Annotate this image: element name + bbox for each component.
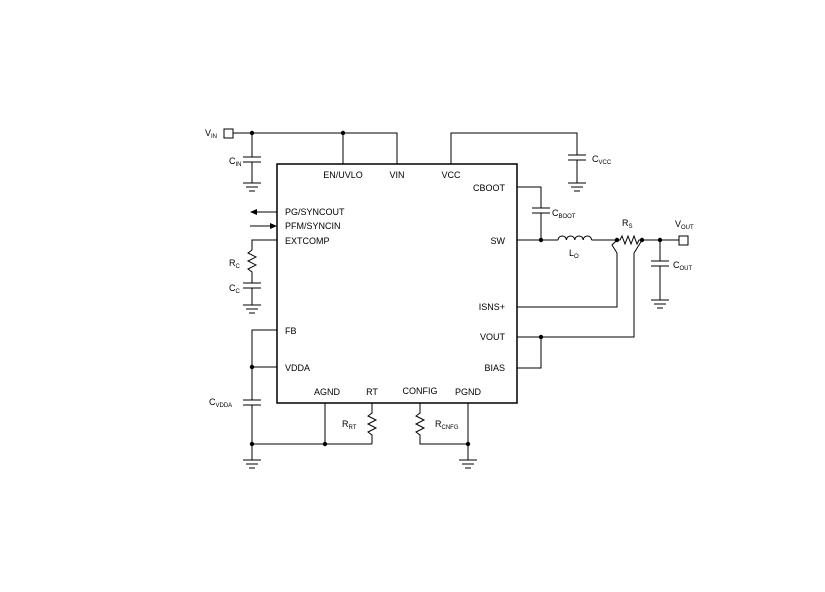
cboot-capacitor [532,207,550,240]
cvcc-ground-symbol [568,182,586,192]
cvdda-capacitor [243,399,261,444]
pin-extcomp: EXTCOMP [285,236,330,246]
pin-cboot: CBOOT [473,183,506,193]
rc-label: RC [229,258,241,270]
rrt-label: RRT [342,419,357,431]
pgnd-junction-dot [465,441,471,447]
cvcc-label: CVCC [592,154,612,166]
cc-label: CC [229,283,241,295]
rs-label: RS [622,218,633,230]
agnd-junction-dot [249,441,255,447]
agnd-pin-junction-dot [322,441,328,447]
pin-fb: FB [285,326,297,336]
cin-label: CIN [229,156,242,168]
lo-inductor [557,235,593,241]
ic-body [276,163,518,404]
en-uvlo-junction-dot [340,130,346,136]
vout-label: VOUT [675,219,694,231]
pin-vout: VOUT [480,332,506,342]
pin-en-uvlo: EN/UVLO [323,170,363,180]
pin-pfm-syncin: PFM/SYNCIN [285,221,341,231]
bias-wire [517,337,542,369]
rcnfg-label: RCNFG [435,419,459,431]
lo-label: LO [569,248,579,260]
cin-capacitor [243,133,261,183]
pgnd-ground-symbol [459,459,477,469]
cboot-wire [517,186,542,208]
cout-ground-symbol [651,299,669,309]
pin-isns-plus: ISNS+ [479,302,505,312]
fb-wire [251,329,277,400]
cin-ground-symbol [243,182,261,192]
cboot-label: CBOOT [552,208,576,220]
vin-rail-wire [233,132,398,164]
cvcc-capacitor [568,154,586,183]
pin-pgnd: PGND [455,387,482,397]
cout-capacitor [651,240,669,300]
vin-terminal [223,128,234,139]
pfm-syncin-arrow-icon [270,223,277,229]
pin-vdda: VDDA [285,363,310,373]
pg-syncout-arrow-icon [250,209,257,215]
pin-rt: RT [366,387,378,397]
pin-pg-syncout: PG/SYNCOUT [285,207,345,217]
agnd-bottom-wire [251,403,372,460]
isns-sense-wire [517,239,618,308]
cc-capacitor [243,282,261,305]
vdda-junction-dot [249,364,255,370]
pin-sw: SW [491,236,506,246]
rcnfg-resistor [414,403,468,445]
vin-label: VIN [205,128,217,140]
extcomp-wire [251,239,277,250]
sw-junction-dot [538,237,544,243]
pin-agnd: AGND [314,387,341,397]
pin-bias: BIAS [484,363,505,373]
vout-bias-junction-dot [538,334,544,340]
pin-vcc: VCC [441,170,461,180]
vout-sense-wire [517,239,643,338]
cc-ground-symbol [243,304,261,314]
cout-label: COUT [673,260,693,272]
pin-config: CONFIG [403,386,438,396]
vcc-wire [450,132,578,164]
rc-resistor [246,249,258,283]
pin-vin: VIN [389,170,404,180]
agnd-ground-symbol [243,459,261,469]
vout-terminal [678,235,689,246]
rrt-resistor [366,403,378,444]
rs-resistor [617,234,642,246]
cvdda-label: CVDDA [209,397,232,409]
